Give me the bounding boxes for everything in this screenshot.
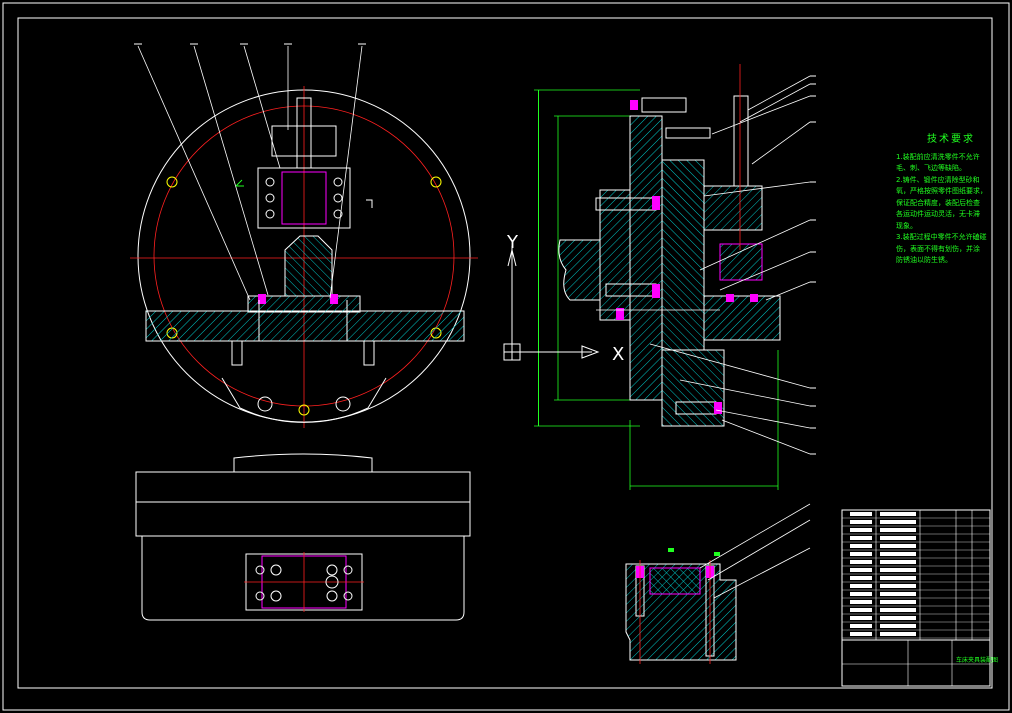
- tech-requirements-title: 技术要求: [927, 134, 975, 145]
- title-block-cell-mark: [850, 512, 872, 516]
- title-block-cell-mark: [880, 528, 916, 532]
- title-block-cell-mark: [850, 568, 872, 572]
- title-block-cell-mark: [850, 592, 872, 596]
- title-block-cell-mark: [880, 560, 916, 564]
- title-block-cell-mark: [850, 576, 872, 580]
- bolt-hole: [166, 176, 178, 188]
- title-block-cell-mark: [850, 528, 872, 532]
- req-line: 保证配合精度，装配后检查: [896, 198, 980, 207]
- leader-line: [329, 45, 363, 299]
- title-block-cell-mark: [880, 600, 916, 604]
- title-block-cell-mark: [850, 608, 872, 612]
- v-block: [284, 235, 333, 297]
- title-block-cell-mark: [880, 632, 916, 636]
- req-line: 伤，表面不得有划伤，并涂: [896, 244, 980, 253]
- title-block-cell-mark: [850, 520, 872, 524]
- leader-line: [243, 45, 281, 169]
- y-axis-label: Y: [506, 232, 519, 253]
- locating-slot: [281, 171, 327, 225]
- title-block-rows: [842, 512, 990, 639]
- req-line: 2.铸件、锻件应清除型砂和: [896, 175, 980, 184]
- bolt-hole: [430, 176, 442, 188]
- title-block-cell-mark: [880, 536, 916, 540]
- screw-head: [257, 396, 273, 412]
- x-axis-label: X: [612, 344, 624, 365]
- chuck-body-upper: [135, 471, 471, 503]
- title-block-cell-mark: [880, 544, 916, 548]
- title-block-cell-mark: [850, 600, 872, 604]
- detail-view: [625, 503, 811, 664]
- title-block-cell-mark: [880, 616, 916, 620]
- title-block-cell-mark: [880, 584, 916, 588]
- leader-line: [193, 45, 269, 296]
- bolt: [641, 97, 687, 113]
- title-block-cell-mark: [850, 624, 872, 628]
- title-block-cell-mark: [880, 576, 916, 580]
- chuck-body-lower: [141, 536, 465, 621]
- section-view: [503, 64, 816, 490]
- title-block-cell-mark: [850, 552, 872, 556]
- pin-hole: [298, 404, 310, 416]
- drawing-name: 车床夹具装配图: [956, 656, 998, 664]
- support-leg: [363, 340, 375, 366]
- screw-marker: [258, 294, 266, 304]
- workpiece: [719, 243, 763, 281]
- title-block-cell-mark: [880, 552, 916, 556]
- screw-marker: [330, 294, 338, 304]
- top-view: [135, 453, 471, 621]
- support-leg: [231, 340, 243, 366]
- req-line: 氧，严格按照零件图纸要求，: [896, 187, 987, 195]
- flange-section: [661, 159, 705, 351]
- faceplate-section: [629, 115, 663, 401]
- front-view: [130, 43, 478, 428]
- base-plate: [145, 310, 465, 342]
- title-block-cell-mark: [850, 616, 872, 620]
- title-block-cell-mark: [880, 624, 916, 628]
- title-block-cell-mark: [880, 520, 916, 524]
- title-block-cell-mark: [880, 608, 916, 612]
- title-block-cell-mark: [880, 592, 916, 596]
- base-section: [703, 295, 781, 341]
- title-block-cell-mark: [850, 632, 872, 636]
- req-line: 毛、刺、飞边等缺陷。: [896, 164, 966, 172]
- bolt: [733, 95, 749, 187]
- leader-line: [137, 45, 251, 301]
- screw-head: [335, 396, 351, 412]
- chuck-body-mid: [135, 501, 471, 537]
- title-block-cell-mark: [850, 536, 872, 540]
- req-line: 1.装配前应清洗零件不允许: [896, 152, 980, 161]
- title-block-cell-mark: [850, 560, 872, 564]
- title-block-cell-mark: [850, 584, 872, 588]
- clamp-arm-section: [703, 185, 763, 231]
- clamp-screw: [296, 97, 312, 169]
- title-block-cell-mark: [850, 544, 872, 548]
- req-line: 3.装配过程中零件不允许磕碰: [896, 233, 987, 241]
- counterweight-segment: [221, 377, 387, 423]
- title-block-cell-mark: [880, 512, 916, 516]
- req-line: 现象。: [896, 221, 917, 230]
- tech-requirements: 技术要求 1.装配前应清洗零件不允许 毛、刺、飞边等缺陷。 2.铸件、锻件应清除…: [896, 134, 1006, 267]
- req-line: 各运动件运动灵活，无卡滞: [896, 210, 980, 218]
- inner-border: [17, 17, 993, 689]
- title-block-cell-mark: [880, 568, 916, 572]
- req-line: 防锈油以防生锈。: [896, 256, 952, 264]
